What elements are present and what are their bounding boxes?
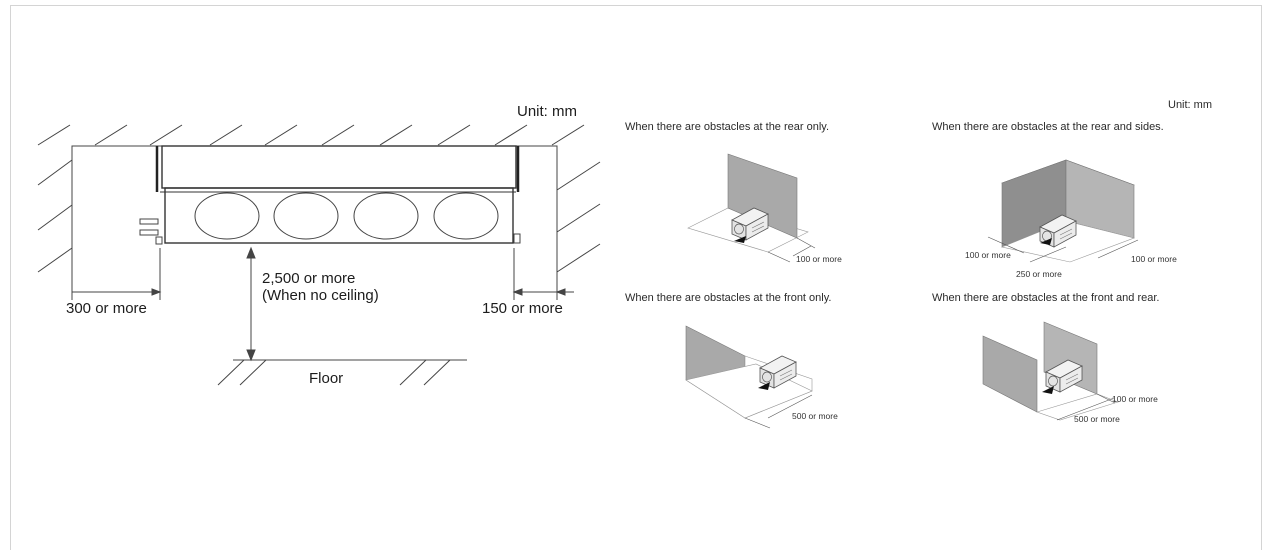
unit-fan-section bbox=[164, 187, 514, 244]
panel-front-only-dim-1: 500 or more bbox=[792, 411, 838, 421]
left-clearance-label: 300 or more bbox=[66, 300, 147, 317]
panel-rear-sides-dim-1: 100 or more bbox=[965, 250, 1011, 260]
fan-3 bbox=[353, 192, 419, 240]
panel-front-only-caption: When there are obstacles at the front on… bbox=[625, 292, 832, 304]
height-clearance-label-line2: (When no ceiling) bbox=[262, 287, 379, 304]
panel-rear-sides-dim-2: 250 or more bbox=[1016, 269, 1062, 279]
left-wall bbox=[71, 145, 157, 272]
panel-front-only-illustration bbox=[685, 325, 813, 429]
right-unit-label: Unit: mm bbox=[1168, 99, 1212, 111]
ceiling-hatching bbox=[37, 124, 585, 146]
panel-rear-sides-caption: When there are obstacles at the rear and… bbox=[932, 121, 1164, 133]
floor-label: Floor bbox=[309, 370, 344, 387]
panel-rear-sides-dim-3: 100 or more bbox=[1131, 254, 1177, 264]
panel-rear-only-caption: When there are obstacles at the rear onl… bbox=[625, 121, 830, 133]
left-unit-label: Unit: mm bbox=[517, 103, 577, 120]
fan-1 bbox=[194, 192, 260, 240]
left-wall-hatching bbox=[37, 159, 73, 273]
height-clearance-label-line1: 2,500 or more bbox=[262, 270, 356, 287]
right-wall bbox=[518, 145, 558, 272]
panel-front-rear-caption: When there are obstacles at the front an… bbox=[932, 292, 1160, 304]
pipe-connector-2 bbox=[139, 229, 159, 236]
pipe-connector-1 bbox=[139, 218, 159, 225]
document-frame bbox=[10, 5, 1262, 550]
panel-rear-sides-illustration bbox=[987, 159, 1139, 263]
panel-front-rear-dim-2: 500 or more bbox=[1074, 414, 1120, 424]
right-clearance-label: 150 or more bbox=[482, 300, 563, 317]
panel-rear-only-illustration bbox=[687, 153, 816, 263]
fan-2 bbox=[273, 192, 339, 240]
panel-front-rear-dim-1: 100 or more bbox=[1112, 394, 1158, 404]
panel-rear-only-dim-1: 100 or more bbox=[796, 254, 842, 264]
panel-front-rear-illustration bbox=[982, 321, 1119, 421]
fan-4 bbox=[433, 192, 499, 240]
right-wall-hatching bbox=[556, 161, 601, 273]
